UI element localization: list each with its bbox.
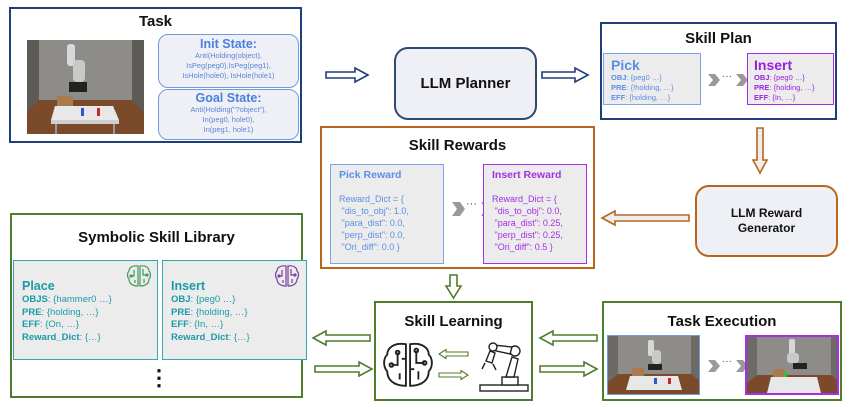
- plan-skill-field: PRE: {!holding, …}: [611, 83, 674, 92]
- arrow-rewards-to-learning: [444, 274, 463, 300]
- llm-planner-box: LLM Planner: [394, 47, 537, 120]
- reward-line: Reward_Dict = {: [339, 194, 404, 204]
- skill-learning-title: Skill Learning: [404, 313, 503, 330]
- plan-chevron-icon: [708, 74, 748, 86]
- pick-reward-card: Pick Reward Reward_Dict = { "dis_to_obj"…: [330, 164, 444, 264]
- library-skill-place: Place OBJS: {hammer0 …} PRE: {holding, ……: [13, 260, 158, 360]
- arrow-learning-to-execution: [539, 360, 599, 378]
- skill-plan-panel: Skill Plan Pick OBJ: {peg0 …} PRE: {!hol…: [600, 22, 837, 120]
- plan-skill-pick: Pick OBJ: {peg0 …} PRE: {!holding, …} EF…: [603, 53, 701, 105]
- execution-start-frame: [607, 335, 700, 395]
- init-state-line: IsPeg(peg0),IsPeg(peg1),: [186, 61, 271, 70]
- plan-ellipsis: ···: [722, 71, 732, 82]
- robot-scene-graphic: [608, 336, 699, 394]
- arrow-library-to-learning: [314, 360, 374, 378]
- library-skill-field: PRE: {holding, …}: [22, 306, 99, 318]
- skill-library-title: Symbolic Skill Library: [78, 229, 235, 246]
- brain-icon: [126, 265, 152, 287]
- reward-line: "para_dist": 0.25,: [492, 218, 563, 228]
- library-more-indicator: ⋮: [148, 365, 170, 390]
- init-state-line: IsHole(hole0), IsHole(hole1): [182, 71, 275, 80]
- reward-line: Reward_Dict = {: [492, 194, 557, 204]
- plan-skill-field: OBJ: {peg0 …}: [754, 73, 805, 82]
- library-skill-field: Reward_Dict: {…}: [171, 331, 250, 343]
- library-skill-insert: Insert OBJ: {peg0 …} PRE: {holding, …} E…: [162, 260, 307, 360]
- skill-learning-panel: Skill Learning: [374, 301, 533, 401]
- arrow-robot-to-brain: [437, 348, 469, 360]
- init-state-box: Init State: Anti(Holding(object), IsPeg(…: [158, 34, 299, 88]
- rewards-ellipsis: ···: [466, 198, 477, 210]
- library-skill-name: Place: [22, 279, 55, 293]
- goal-state-line: In(peg1, hole1): [203, 125, 254, 134]
- goal-state-line: Anti(Holding("?object"),: [190, 105, 267, 114]
- init-state-line: Anti(Holding(object),: [195, 51, 262, 60]
- library-skill-name: Insert: [171, 279, 206, 293]
- arrow-brain-to-robot: [438, 369, 470, 381]
- library-skill-field: EFF: {On, …}: [22, 319, 80, 330]
- llm-reward-generator-box: LLM Reward Generator: [695, 185, 838, 257]
- execution-ellipsis: ···: [722, 356, 732, 367]
- robot-arm-icon: [479, 342, 529, 392]
- task-execution-panel: Task Execution ···: [602, 301, 842, 401]
- library-skill-field: OBJ: {peg0 …}: [171, 294, 236, 305]
- arrow-learning-to-library: [311, 329, 371, 347]
- plan-skill-field: EFF: {In, …}: [754, 93, 796, 102]
- arrow-generator-to-rewards: [600, 209, 690, 227]
- plan-skill-field: EFF: {holding, …}: [611, 93, 671, 102]
- library-skill-field: EFF: {In, …}: [171, 319, 224, 330]
- plan-skill-name: Pick: [611, 57, 640, 73]
- arrow-task-to-planner: [325, 66, 370, 84]
- init-state-heading: Init State:: [200, 37, 257, 51]
- reward-line: "perp_dist": 0.25,: [492, 230, 563, 240]
- reward-line: "Ori_diff": 0.0 }: [339, 242, 400, 252]
- task-scene-image: [27, 40, 144, 134]
- goal-state-box: Goal State: Anti(Holding("?object"), In(…: [158, 89, 299, 140]
- skill-plan-title: Skill Plan: [685, 30, 752, 47]
- reward-line: "para_dist": 0.0,: [339, 218, 405, 228]
- goal-state-heading: Goal State:: [195, 91, 262, 105]
- arrow-planner-to-plan: [541, 66, 590, 84]
- skill-rewards-panel: Skill Rewards Pick Reward Reward_Dict = …: [320, 126, 595, 269]
- reward-line: "Ori_diff": 0.5 }: [492, 242, 553, 252]
- task-title: Task: [138, 13, 173, 30]
- arrow-execution-to-learning: [538, 329, 598, 347]
- reward-line: "dis_to_obj": 1.0,: [339, 206, 409, 216]
- skill-library-panel: Symbolic Skill Library Place OBJS: {hamm…: [10, 213, 307, 398]
- reward-generator-label-line2: Generator: [737, 221, 796, 235]
- goal-state-line: In(peg0, hole0),: [202, 115, 255, 124]
- arrow-plan-to-reward-generator: [751, 127, 769, 175]
- skill-rewards-title: Skill Rewards: [408, 137, 507, 154]
- reward-name: Insert Reward: [492, 169, 562, 181]
- insert-reward-card: Insert Reward Reward_Dict = { "dis_to_ob…: [483, 164, 587, 264]
- llm-planner-label: LLM Planner: [420, 75, 511, 92]
- reward-line: "perp_dist": 0.0,: [339, 230, 405, 240]
- plan-skill-insert: Insert OBJ: {peg0 …} PRE: {holding, …} E…: [747, 53, 834, 105]
- library-skill-field: OBJS: {hammer0 …}: [22, 294, 112, 305]
- reward-line: "dis_to_obj": 0.0,: [492, 206, 562, 216]
- plan-skill-field: PRE: {holding, …}: [754, 83, 815, 92]
- robot-scene-graphic: [747, 337, 837, 393]
- brain-icon: [383, 342, 433, 387]
- brain-icon: [274, 265, 300, 287]
- plan-skill-field: OBJ: {peg0 …}: [611, 73, 662, 82]
- task-panel: Task Init State: Anti(Holding(object), I…: [9, 7, 302, 143]
- library-skill-field: PRE: {holding, …}: [171, 306, 248, 318]
- execution-end-frame: [745, 335, 839, 395]
- robot-scene-graphic: [27, 40, 144, 134]
- reward-generator-label-line1: LLM Reward: [730, 206, 803, 220]
- library-skill-field: Reward_Dict: {…}: [22, 331, 101, 343]
- task-execution-title: Task Execution: [667, 313, 777, 330]
- plan-skill-name: Insert: [754, 57, 793, 73]
- reward-name: Pick Reward: [339, 169, 402, 181]
